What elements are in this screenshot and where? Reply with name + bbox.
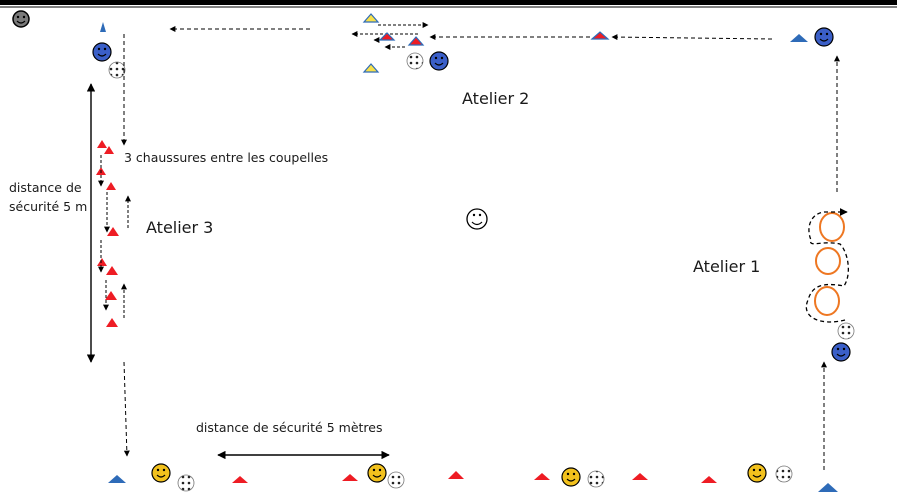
cone-icon bbox=[407, 36, 425, 46]
cone-icon bbox=[818, 483, 838, 492]
soccer-ball-icon bbox=[406, 52, 424, 70]
cone-icon bbox=[378, 32, 396, 41]
smiley-face-icon bbox=[466, 208, 488, 230]
smiley-face-icon bbox=[561, 467, 581, 487]
cone-icon bbox=[106, 182, 116, 190]
atelier-1-label: Atelier 1 bbox=[693, 257, 760, 276]
arrow bbox=[611, 34, 773, 41]
hoop-icon bbox=[814, 286, 840, 316]
hoop-icon bbox=[815, 247, 841, 275]
coach-smiley-icon bbox=[12, 10, 30, 28]
smiley-face-icon bbox=[367, 463, 387, 483]
smiley-face-icon bbox=[429, 51, 449, 71]
atelier-2-label: Atelier 2 bbox=[462, 89, 529, 108]
smiley-face-icon bbox=[747, 463, 767, 483]
cone-icon bbox=[108, 475, 126, 483]
soccer-ball-icon bbox=[387, 471, 405, 489]
cone-icon bbox=[100, 22, 106, 32]
cone-icon bbox=[362, 63, 380, 73]
cone-icon bbox=[104, 146, 114, 154]
slalom-path bbox=[805, 208, 850, 323]
cone-icon bbox=[632, 473, 648, 480]
soccer-ball-icon bbox=[587, 470, 605, 488]
chaussures-label: 3 chaussures entre les coupelles bbox=[124, 150, 328, 165]
arrow bbox=[123, 361, 130, 457]
cone-icon bbox=[790, 34, 808, 42]
distance-securite-label-2: sécurité 5 m bbox=[9, 199, 87, 214]
smiley-face-icon bbox=[92, 42, 112, 62]
smiley-face-icon bbox=[831, 342, 851, 362]
soccer-ball-icon bbox=[177, 474, 195, 492]
cone-icon bbox=[97, 140, 107, 148]
distance-securite-label-1: distance de bbox=[9, 180, 82, 195]
cone-icon bbox=[362, 13, 380, 23]
smiley-face-icon bbox=[814, 27, 834, 47]
cone-icon bbox=[232, 476, 248, 483]
atelier-3-label: Atelier 3 bbox=[146, 218, 213, 237]
cone-icon bbox=[342, 474, 358, 481]
cone-icon bbox=[701, 476, 717, 483]
cone-icon bbox=[107, 227, 119, 236]
hoop-icon bbox=[819, 212, 845, 242]
soccer-ball-icon bbox=[775, 465, 793, 483]
cone-icon bbox=[105, 291, 117, 300]
distance-securite-bottom-label: distance de sécurité 5 mètres bbox=[196, 420, 382, 435]
cone-icon bbox=[590, 31, 610, 40]
smiley-face-icon bbox=[151, 463, 171, 483]
cone-icon bbox=[448, 471, 464, 479]
top-border bbox=[0, 0, 897, 5]
cone-icon bbox=[97, 258, 107, 266]
soccer-ball-icon bbox=[837, 322, 855, 340]
cone-icon bbox=[106, 318, 118, 327]
cone-icon bbox=[106, 266, 118, 275]
cone-icon bbox=[534, 473, 550, 480]
soccer-ball-icon bbox=[108, 61, 126, 79]
